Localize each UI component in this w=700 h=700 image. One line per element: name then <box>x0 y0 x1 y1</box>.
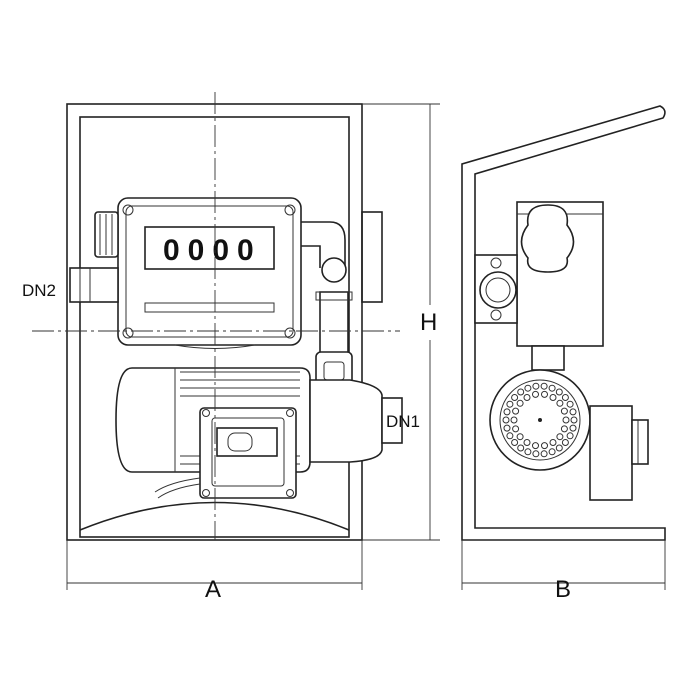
power-cable <box>154 477 201 493</box>
reset-knob-side <box>520 204 575 273</box>
fan-hole <box>569 424 577 432</box>
fan-hole <box>510 416 518 424</box>
fan-hole <box>560 407 568 415</box>
elbow-pipe <box>301 221 346 268</box>
inlet-port <box>381 397 403 444</box>
fan-hole <box>562 416 570 424</box>
fan-hole <box>555 388 563 396</box>
pump-head <box>309 379 383 463</box>
fan-hole <box>540 450 548 458</box>
power-switch <box>216 427 278 457</box>
front-view: 0000 <box>22 92 440 603</box>
dimension-label-h: H <box>420 309 437 336</box>
cabinet-inner <box>79 116 350 538</box>
counter-window <box>144 226 275 270</box>
flow-meter: 0000 <box>69 197 302 349</box>
fan-hole <box>516 433 524 441</box>
outlet-label: DN2 <box>22 281 56 300</box>
fan-hole <box>560 425 568 433</box>
pump-side <box>589 405 633 501</box>
fan-hole <box>523 439 531 446</box>
meter-housing <box>117 197 302 346</box>
fan-hole <box>523 394 531 401</box>
meter-screw <box>122 327 134 339</box>
meter-screw <box>122 204 134 216</box>
fan-hole <box>511 439 519 446</box>
dimension-label-a: A <box>205 576 221 603</box>
riser-side <box>531 345 565 371</box>
fan-hole <box>517 444 525 452</box>
fan-center <box>538 418 542 422</box>
fan-hole <box>516 399 524 407</box>
meter-screw <box>284 327 296 339</box>
fan-hole <box>561 439 569 446</box>
elbow-cap <box>321 257 347 283</box>
meter-face <box>125 205 294 338</box>
fan-hole <box>569 408 577 416</box>
dimension-label-b: B <box>555 576 571 603</box>
fan-hole <box>548 384 556 392</box>
fan-hole <box>566 432 574 440</box>
meter-slot <box>144 302 275 313</box>
inlet-label: DN1 <box>386 412 420 431</box>
fan-hole <box>566 400 574 408</box>
outlet-port-side <box>479 271 517 309</box>
fan-hole <box>503 408 511 416</box>
fan-hole <box>549 439 557 446</box>
fan-hole <box>532 390 539 398</box>
fan-hole <box>517 388 525 396</box>
fan-hole <box>540 382 548 390</box>
cabinet-outer <box>66 103 363 541</box>
fan-hole <box>532 382 540 390</box>
fan-hole <box>561 394 569 401</box>
fan-hole <box>555 444 563 452</box>
fan-holes <box>502 382 578 458</box>
fan-hole <box>524 448 532 456</box>
fan-hole <box>541 390 548 398</box>
fan-hole <box>512 407 520 415</box>
meter-screw <box>284 204 296 216</box>
inlet-port-side <box>631 419 649 465</box>
meter-reading: 0000 <box>163 234 262 267</box>
fan-hole <box>524 384 532 392</box>
riser-pipe <box>319 291 349 355</box>
fan-hole <box>503 424 511 432</box>
fan-hole <box>506 400 514 408</box>
fan-hole <box>556 399 564 407</box>
meter-bottom <box>174 344 256 349</box>
fan-hole <box>502 416 510 424</box>
base-arch <box>79 501 350 531</box>
terminal-box <box>199 407 297 499</box>
fan-hole <box>512 425 520 433</box>
fan-hole <box>532 442 539 450</box>
fan-hole <box>532 450 540 458</box>
outlet-nozzle <box>69 267 119 303</box>
side-frame <box>461 105 666 541</box>
fan-hole <box>511 394 519 401</box>
pump-motor <box>115 367 403 499</box>
fan-hole <box>549 394 557 401</box>
fan-hole <box>541 442 548 450</box>
fan-hole <box>570 416 578 424</box>
fan-hole <box>506 432 514 440</box>
fan-hole <box>548 448 556 456</box>
side-bracket <box>361 211 383 303</box>
fan-hole <box>556 433 564 441</box>
side-view: B <box>461 105 666 603</box>
